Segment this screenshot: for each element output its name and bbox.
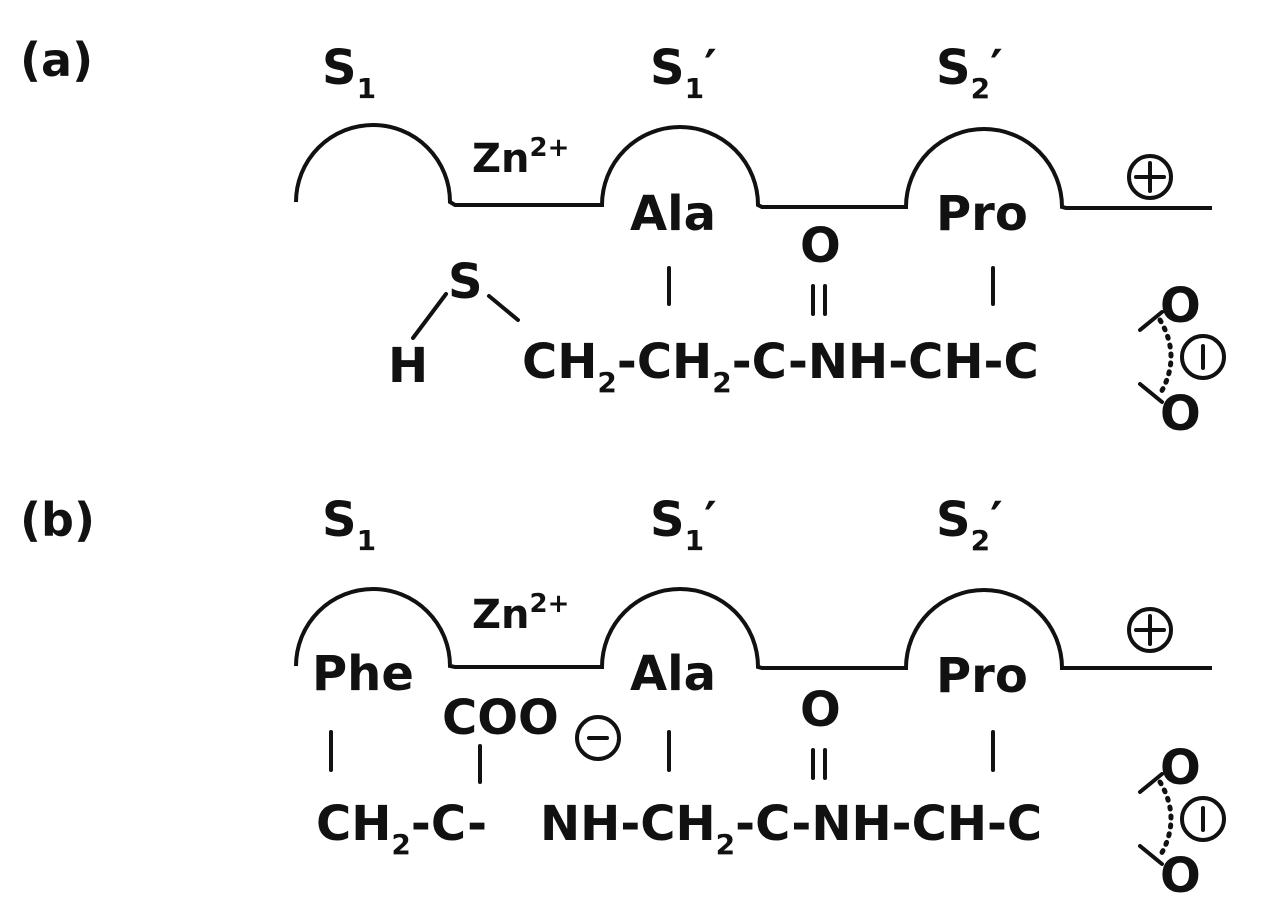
panel-a-enzyme-surface — [294, 123, 1212, 210]
panel-a-thiol-sulfur: S — [448, 254, 483, 310]
panel-a-negative-charge-icon — [1180, 334, 1226, 380]
panel-b-zinc-binding-carboxylate: COO — [442, 690, 559, 746]
panel-b-zinc-ion: Zn2+ — [472, 589, 569, 638]
panel-b-label: (b) — [20, 493, 95, 547]
panel-a-delocalized-bond — [1157, 317, 1174, 397]
panel-b-site-s1-prime: S1′ — [650, 492, 717, 557]
panel-a: (a) S1 S1′ S2′ Zn2+ Ala Pro S H O CH2-CH… — [20, 33, 1226, 442]
panel-a-carboxyl-bond-top — [1138, 310, 1164, 332]
panel-a-residue-ala: Ala — [630, 186, 716, 242]
panel-a-site-s2-prime: S2′ — [936, 40, 1003, 105]
panel-a-residue-pro: Pro — [936, 186, 1028, 242]
panel-b-residue-phe: Phe — [312, 646, 414, 702]
panel-b-carboxyl-oxygen-top: O — [1160, 740, 1201, 796]
panel-a-thiol-hydrogen: H — [388, 338, 428, 394]
panel-b-carboxyl-bond-top — [1138, 772, 1164, 794]
panel-b-main-chain-left: CH2-C- — [316, 796, 487, 861]
panel-a-main-chain: CH2-CH2-C-NH-CH-C — [522, 334, 1039, 399]
panel-a-site-s1-prime: S1′ — [650, 40, 717, 105]
panel-b: (b) S1 S1′ S2′ Zn2+ Phe Ala Pro COO — [20, 492, 1226, 904]
panel-a-site-s1: S1 — [322, 40, 376, 105]
panel-b-carboxyl-bond-bottom — [1138, 844, 1164, 866]
panel-b-residue-pro: Pro — [936, 648, 1028, 704]
panel-b-carbonyl-oxygen: O — [800, 682, 841, 738]
panel-b-coo-negative-charge-icon — [575, 715, 621, 761]
panel-a-carboxyl-oxygen-bottom: O — [1160, 386, 1201, 442]
panel-a-carboxyl-oxygen-top: O — [1160, 278, 1201, 334]
panel-a-carboxyl-bond-bottom — [1138, 382, 1164, 404]
panel-b-site-s2-prime: S2′ — [936, 492, 1003, 557]
panel-b-carboxyl-oxygen-bottom: O — [1160, 848, 1201, 904]
panel-b-main-chain-right: NH-CH2-C-NH-CH-C — [540, 796, 1042, 861]
panel-a-label: (a) — [20, 33, 93, 87]
panel-b-residue-ala: Ala — [630, 646, 716, 702]
panel-b-enzyme-surface — [294, 587, 1212, 670]
panel-a-carbonyl-oxygen: O — [800, 218, 841, 274]
panel-a-positive-charge-icon — [1127, 154, 1173, 200]
panel-b-positive-charge-icon — [1127, 607, 1173, 653]
panel-b-site-s1: S1 — [322, 492, 376, 557]
panel-a-sh-bond — [411, 292, 448, 340]
panel-a-s-ch2-bond — [487, 294, 520, 322]
panel-b-delocalized-bond — [1157, 779, 1174, 859]
panel-a-zinc-ion: Zn2+ — [472, 133, 569, 182]
panel-b-negative-charge-icon — [1180, 796, 1226, 842]
